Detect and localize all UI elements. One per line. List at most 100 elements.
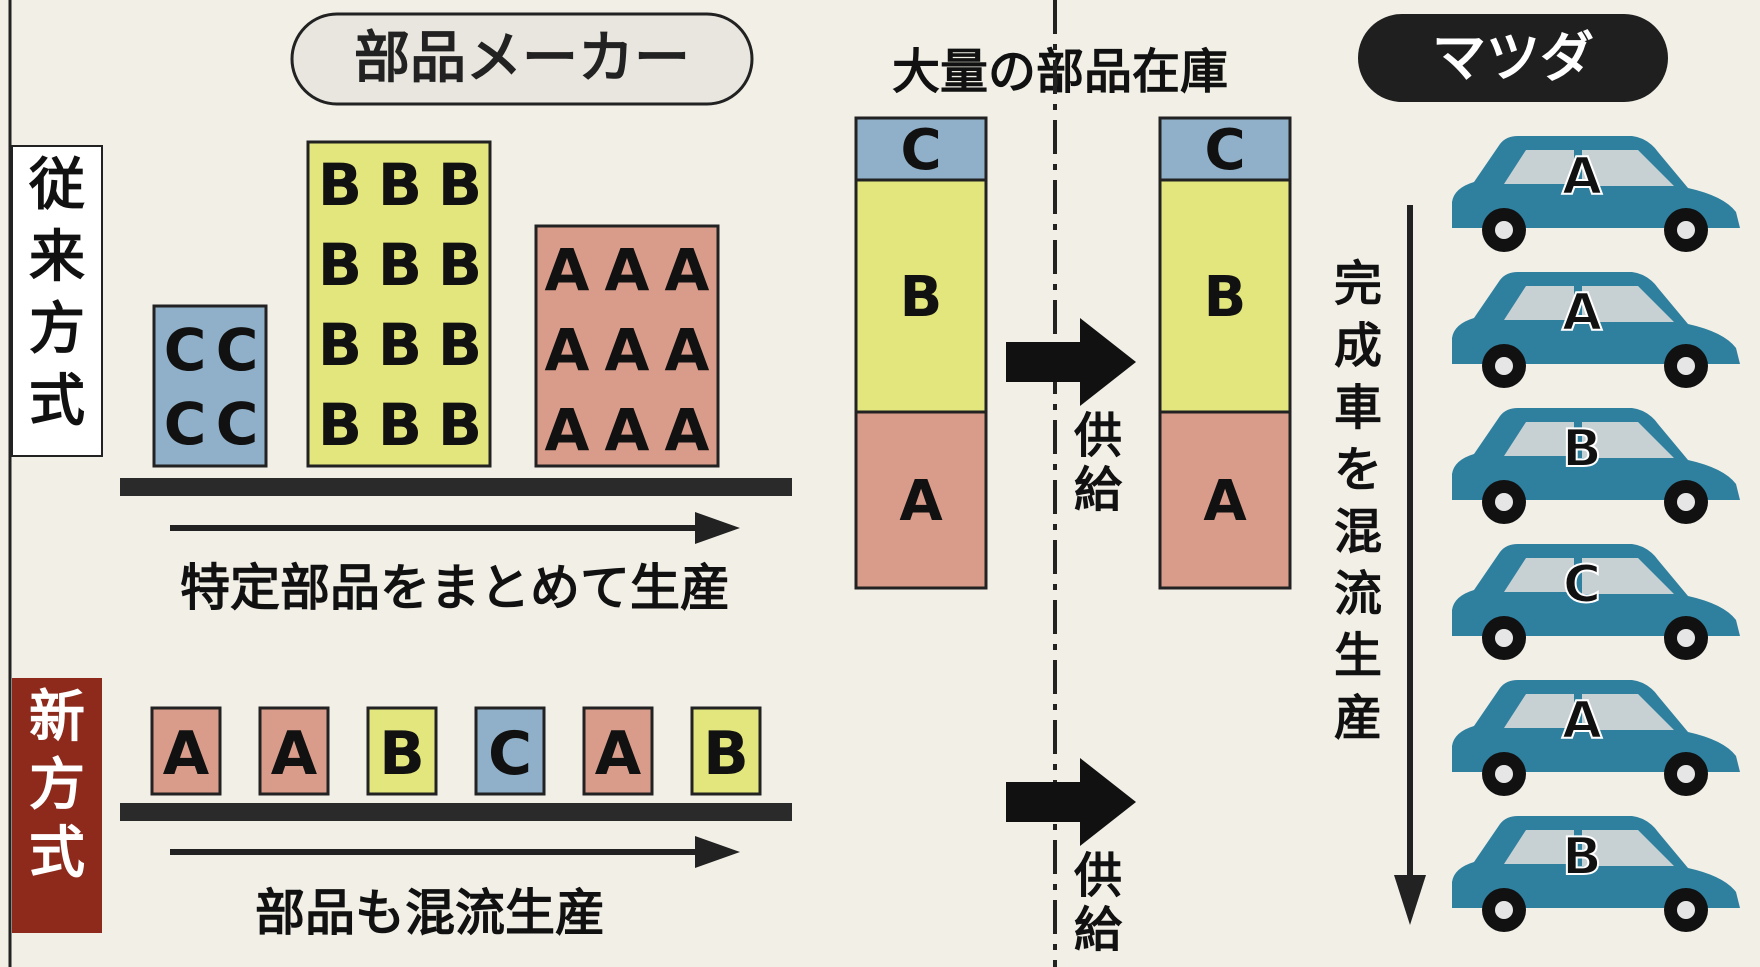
inventory-segment — [854, 178, 988, 414]
car: B — [1452, 816, 1740, 932]
mazda-badge-bg — [1358, 14, 1668, 102]
car-letter: B — [1562, 827, 1602, 887]
car: B — [1452, 408, 1740, 524]
car-rear-window — [1504, 150, 1574, 184]
car-hub — [1495, 765, 1513, 783]
car-front-window — [1582, 150, 1674, 186]
new-part-letter: A — [163, 719, 210, 789]
new-production-caption: 部品も混流生産 — [255, 884, 605, 942]
car: A — [1452, 136, 1740, 252]
old-b-letter: B — [318, 151, 362, 219]
old-b-letter: B — [318, 391, 362, 459]
car-hub — [1677, 221, 1695, 239]
new-method-label: 新方式 — [12, 678, 102, 933]
inventory-letter: C — [900, 118, 941, 183]
supply-arrow-old — [1006, 318, 1136, 406]
old-b-letter: B — [378, 311, 422, 379]
old-c-letter: C — [216, 316, 259, 384]
new-part-letter: B — [379, 719, 425, 789]
new-part-box — [150, 706, 222, 796]
old-b-letter: B — [438, 391, 482, 459]
old-conveyor-line — [120, 478, 792, 496]
old-c-letter: C — [164, 390, 207, 458]
old-method-label: 従来方式 — [11, 145, 103, 457]
car-front-window — [1582, 830, 1674, 866]
new-part-box — [366, 706, 438, 796]
supply-label-new: 供給 — [1074, 848, 1123, 958]
car-rear-window — [1504, 286, 1574, 320]
new-part-box — [690, 706, 762, 796]
parts-maker-badge: 部品メーカー — [290, 12, 754, 106]
old-production-caption: 特定部品をまとめて生産 — [180, 559, 730, 617]
supply-label-old: 供給 — [1074, 408, 1123, 518]
old-a-letter: A — [605, 396, 650, 464]
car-hub — [1495, 629, 1513, 647]
new-part-box — [258, 706, 330, 796]
inventory-stack: C B A — [854, 116, 988, 590]
new-method-text: 新方式 — [29, 685, 85, 886]
old-b-letter: B — [318, 311, 362, 379]
car-front-window — [1582, 286, 1674, 322]
new-part-letter: B — [703, 719, 749, 789]
car-rear-window — [1504, 422, 1574, 456]
old-b-letter: B — [378, 151, 422, 219]
old-a-letter: A — [605, 316, 650, 384]
car-letter: B — [1562, 419, 1602, 479]
new-flow-arrow-head — [695, 836, 740, 868]
new-method-bg — [12, 678, 102, 933]
car-hub — [1495, 493, 1513, 511]
car: C — [1452, 544, 1740, 660]
mazda-parts-letter: B — [1204, 265, 1247, 330]
inventory-letter: B — [900, 265, 943, 330]
old-c-letter: C — [216, 390, 259, 458]
old-b-letter: B — [438, 151, 482, 219]
car-rear-window — [1504, 694, 1574, 728]
new-part-letter: A — [595, 719, 642, 789]
mazda-flow-arrow-head — [1394, 875, 1426, 925]
car-rear-window — [1504, 558, 1574, 592]
mazda-parts-segment — [1158, 178, 1292, 414]
mazda-parts-segment — [1158, 116, 1292, 182]
old-b-letter: B — [378, 391, 422, 459]
car: A — [1452, 680, 1740, 796]
mazda-parts-letter: A — [1203, 469, 1247, 534]
mazda-badge: マツダ — [1358, 14, 1668, 102]
inventory-title: 大量の部品在庫 — [892, 44, 1228, 100]
inventory-letter: A — [899, 469, 943, 534]
old-a-letter: A — [665, 396, 710, 464]
mazda-parts-stack: C B A — [1158, 116, 1292, 590]
car-letter: C — [1563, 555, 1601, 615]
mazda-parts-letter: C — [1204, 118, 1245, 183]
new-part-letter: A — [271, 719, 318, 789]
old-a-letter: A — [545, 396, 590, 464]
car-hub — [1677, 629, 1695, 647]
old-method-text: 従来方式 — [28, 153, 85, 434]
car-hub — [1677, 493, 1695, 511]
old-b-letter: B — [318, 231, 362, 299]
new-conveyor-line — [120, 803, 792, 821]
old-b-letter: B — [438, 231, 482, 299]
old-a-letter: A — [545, 236, 590, 304]
car: A — [1452, 272, 1740, 388]
new-part-box — [582, 706, 654, 796]
inventory-segment — [854, 410, 988, 590]
new-part-letter: C — [488, 719, 532, 789]
mazda-parts-segment — [1158, 410, 1292, 590]
car-rear-window — [1504, 830, 1574, 864]
car-hub — [1677, 357, 1695, 375]
car-letter: A — [1562, 283, 1602, 343]
old-a-letter: A — [545, 316, 590, 384]
car-hub — [1677, 765, 1695, 783]
old-a-letter: A — [605, 236, 650, 304]
supply-arrow-new — [1006, 758, 1136, 846]
car-front-window — [1582, 694, 1674, 730]
car-front-window — [1582, 558, 1674, 594]
parts-maker-title: 部品メーカー — [354, 26, 690, 91]
old-a-letter: A — [665, 236, 710, 304]
car-hub — [1677, 901, 1695, 919]
